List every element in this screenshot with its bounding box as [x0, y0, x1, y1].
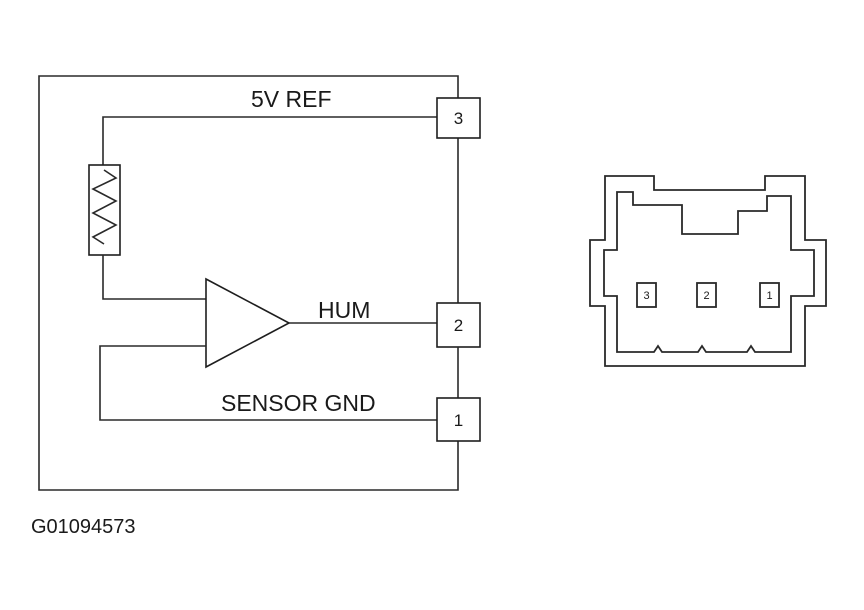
ref-wire — [102, 116, 437, 165]
connector-pin-2-label: 2 — [703, 290, 709, 302]
connector-face: 3 2 1 — [589, 175, 827, 367]
ref-label: 5V REF — [251, 86, 332, 112]
figure-id: G01094573 — [31, 516, 136, 538]
terminal-3: 3 — [436, 97, 481, 139]
resistor-to-amp-wire — [102, 255, 206, 300]
hum-label: HUM — [318, 297, 370, 323]
terminal-1: 1 — [436, 397, 481, 442]
connector-pin-3: 3 — [636, 282, 657, 308]
connector-pin-1-label: 1 — [766, 290, 772, 302]
sensor-housing — [38, 75, 459, 491]
terminal-2-label: 2 — [454, 316, 463, 335]
amplifier-triangle — [205, 277, 291, 369]
terminal-2: 2 — [436, 302, 481, 348]
connector-pin-2: 2 — [696, 282, 717, 308]
sensor-gnd-label: SENSOR GND — [221, 390, 376, 416]
connector-pin-1: 1 — [759, 282, 780, 308]
terminal-1-label: 1 — [454, 411, 463, 430]
connector-pin-3-label: 3 — [643, 290, 649, 302]
sensor-gnd-wire — [99, 345, 437, 421]
terminal-3-label: 3 — [454, 109, 463, 128]
resistor-element — [88, 164, 121, 256]
